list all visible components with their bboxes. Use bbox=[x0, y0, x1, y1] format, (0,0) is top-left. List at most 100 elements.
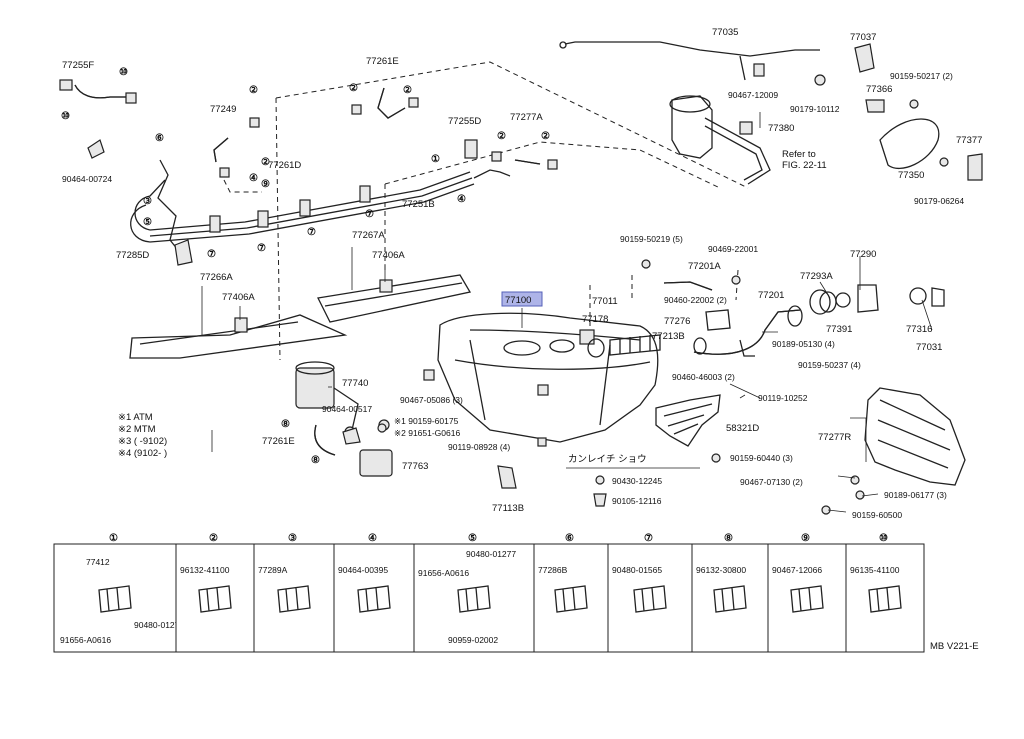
circled-reference-number: ③ bbox=[143, 196, 152, 207]
circled-reference-number: ⑦ bbox=[307, 227, 316, 238]
highlighted-part-77100[interactable]: 77100 bbox=[501, 291, 543, 307]
callout-label[interactable]: 90119-10252 bbox=[758, 393, 808, 403]
callout-label[interactable]: 90159-50237 (4) bbox=[798, 360, 861, 370]
table-column bbox=[253, 543, 335, 653]
callout-label[interactable]: 77255F bbox=[62, 60, 94, 71]
callout-label[interactable]: 90430-12245 bbox=[612, 476, 662, 486]
fuel-line-assembly bbox=[130, 159, 511, 256]
callout-label[interactable]: 77255D bbox=[448, 116, 481, 127]
callout-label[interactable]: 90467-07130 (2) bbox=[740, 477, 803, 487]
callout-label[interactable]: 77380 bbox=[768, 123, 794, 134]
parts-table: ①7741290480-0127791656-A0616②96132-41100… bbox=[53, 533, 925, 653]
callout-label[interactable]: FIG. 22-11 bbox=[782, 160, 827, 171]
table-part-number[interactable]: 90464-00395 bbox=[338, 565, 388, 575]
callout-label[interactable]: 90105-12116 bbox=[612, 496, 662, 506]
callout-label[interactable]: 77277R bbox=[818, 432, 851, 443]
callout-label[interactable]: ※1 90159-60175 bbox=[394, 416, 459, 426]
callout-label[interactable]: 77290 bbox=[850, 249, 876, 260]
callout-label[interactable]: 77276 bbox=[664, 316, 690, 327]
callout-label[interactable]: 77350 bbox=[898, 170, 924, 181]
protector-77277R bbox=[821, 387, 966, 515]
table-column-number: ⑨ bbox=[801, 533, 810, 544]
callout-label[interactable]: 90467-05086 (3) bbox=[400, 395, 463, 405]
callout-label[interactable]: 90467-12009 bbox=[728, 90, 778, 100]
callout-label[interactable]: 77011 bbox=[592, 296, 618, 307]
callout-label[interactable]: 77763 bbox=[402, 461, 428, 472]
callout-label[interactable]: 77035 bbox=[712, 27, 738, 38]
table-part-number[interactable]: 96132-30800 bbox=[696, 565, 746, 575]
legend-mtm: ※2 MTM bbox=[118, 424, 156, 435]
callout-label[interactable]: 77377 bbox=[956, 135, 982, 146]
callout-label[interactable]: 77285D bbox=[116, 250, 149, 261]
callout-label[interactable]: 58321D bbox=[726, 423, 759, 434]
callout-label[interactable]: 90460-22002 (2) bbox=[664, 295, 727, 305]
callout-label[interactable]: 77293A bbox=[800, 271, 833, 282]
callout-label[interactable]: 77031 bbox=[916, 342, 942, 353]
table-part-number[interactable]: 90467-12066 bbox=[772, 565, 822, 575]
fillers-and-grommets bbox=[587, 259, 945, 358]
callout-label[interactable]: 77277A bbox=[510, 112, 543, 123]
callout-label[interactable]: 90179-06264 bbox=[914, 196, 964, 206]
callout-label[interactable]: 77391 bbox=[826, 324, 852, 335]
callout-label[interactable]: 77251B bbox=[402, 199, 435, 210]
table-part-number[interactable]: 77286B bbox=[538, 565, 568, 575]
clamp-icon bbox=[713, 585, 747, 613]
callout-label[interactable]: ※2 91651-G0616 bbox=[394, 428, 460, 438]
callout-label[interactable]: 90189-05130 (4) bbox=[772, 339, 835, 349]
clamp-icon bbox=[633, 585, 667, 613]
callout-label[interactable]: 90189-06177 (3) bbox=[884, 490, 947, 500]
circled-reference-number: ⑤ bbox=[143, 217, 152, 228]
callout-label[interactable]: 77201 bbox=[758, 290, 784, 301]
callout-label[interactable]: 77261E bbox=[262, 436, 295, 447]
callout-label[interactable]: 77249 bbox=[210, 104, 236, 115]
table-part-number[interactable]: 91656-A0616 bbox=[60, 635, 111, 645]
callout-label[interactable]: 90460-46003 (2) bbox=[672, 372, 735, 382]
callout-label[interactable]: 90464-00724 bbox=[62, 174, 112, 184]
table-part-number[interactable]: 90959-02002 bbox=[448, 635, 498, 645]
table-column-number: ⑦ bbox=[644, 533, 653, 544]
table-part-number[interactable]: 77412 bbox=[86, 557, 110, 567]
callout-label[interactable]: 77406A bbox=[222, 292, 255, 303]
table-part-number[interactable]: 90480-01277 bbox=[466, 549, 516, 559]
callout-label[interactable]: 77261D bbox=[268, 160, 301, 171]
table-column bbox=[607, 543, 693, 653]
table-part-number[interactable]: 96135-41100 bbox=[850, 565, 900, 575]
callout-label[interactable]: 77261E bbox=[366, 56, 399, 67]
callout-label[interactable]: 77178 bbox=[582, 314, 608, 325]
callout-label[interactable]: 90119-08928 (4) bbox=[448, 442, 510, 452]
circled-reference-number: ⑧ bbox=[281, 419, 290, 430]
callout-label[interactable]: 90179-10112 bbox=[790, 104, 840, 114]
circled-reference-number: ② bbox=[261, 157, 270, 168]
clamp-icon bbox=[277, 585, 311, 613]
table-part-number[interactable]: 91656-A0616 bbox=[418, 568, 469, 578]
callout-label[interactable]: 77267A bbox=[352, 230, 385, 241]
table-column bbox=[845, 543, 925, 653]
table-part-number[interactable]: 96132-41100 bbox=[180, 565, 230, 575]
table-part-number[interactable]: 90480-01565 bbox=[612, 565, 662, 575]
callout-label[interactable]: 90159-60500 bbox=[852, 510, 902, 520]
callout-label[interactable]: 90464-00517 bbox=[322, 404, 372, 414]
circled-reference-number: ⑥ bbox=[155, 133, 164, 144]
callout-label[interactable]: 77740 bbox=[342, 378, 368, 389]
callout-label[interactable]: 90159-50217 (2) bbox=[890, 71, 953, 81]
table-part-number[interactable]: 77289A bbox=[258, 565, 288, 575]
clamp-icon bbox=[790, 585, 824, 613]
callout-label[interactable]: 90159-60440 (3) bbox=[730, 453, 793, 463]
callout-label[interactable]: 77406A bbox=[372, 250, 405, 261]
callout-label[interactable]: 77213B bbox=[652, 331, 685, 342]
table-column bbox=[533, 543, 609, 653]
callout-label[interactable]: 77366 bbox=[866, 84, 892, 95]
cable-77035 bbox=[559, 41, 820, 81]
callout-label[interactable]: 90159-50219 (5) bbox=[620, 234, 683, 244]
callout-label[interactable]: 77201A bbox=[688, 261, 721, 272]
table-column-number: ⑥ bbox=[565, 533, 574, 544]
callout-label[interactable]: Refer to bbox=[782, 149, 816, 160]
callout-label[interactable]: 77266A bbox=[200, 272, 233, 283]
callout-label[interactable]: 77037 bbox=[850, 32, 876, 43]
table-part-number[interactable]: 90480-01277 bbox=[134, 620, 184, 630]
legend-l4: ※4 (9102- ) bbox=[118, 448, 167, 459]
callout-label[interactable]: 90469-22001 bbox=[708, 244, 758, 254]
callout-label[interactable]: 77113B bbox=[492, 503, 524, 514]
callout-label[interactable]: 77316 bbox=[906, 324, 932, 335]
